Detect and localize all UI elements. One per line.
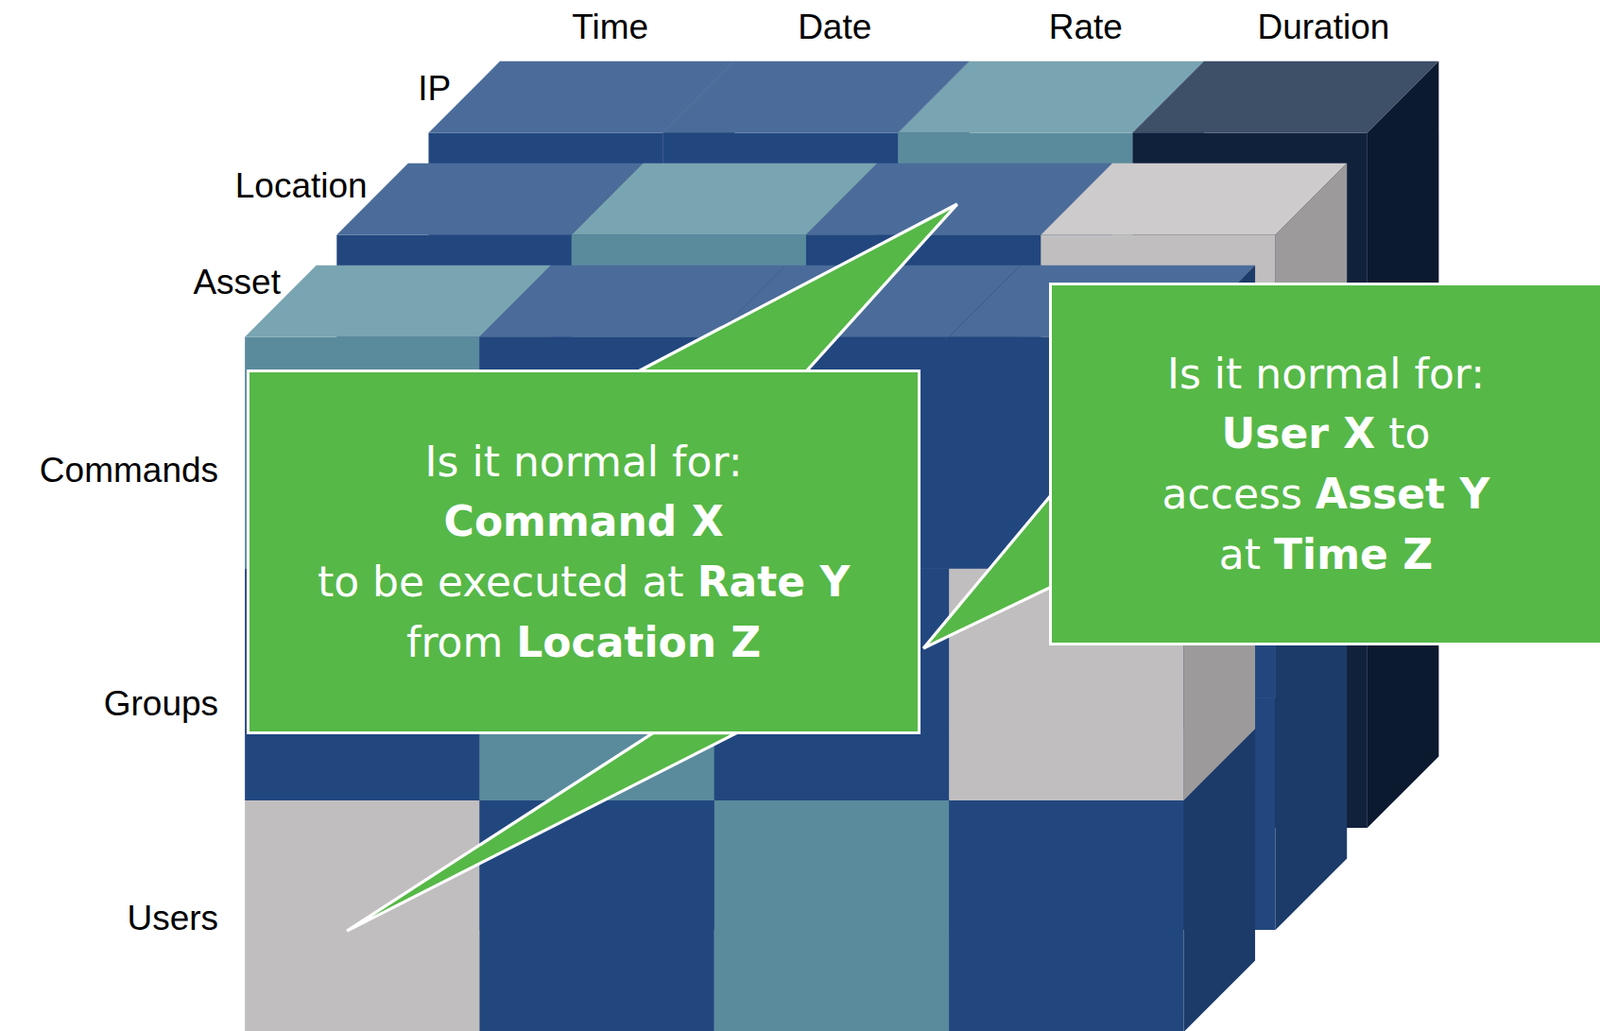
axis-label: Commands (39, 450, 219, 491)
callout-box: Is it normal for: Command X to be executed… (246, 369, 921, 736)
cube-face (244, 800, 480, 1031)
cube-face (714, 800, 949, 1031)
callout-line: access Asset Y (1065, 464, 1587, 525)
callout-line: User X to (1065, 403, 1587, 465)
callout-line: at Time Z (1065, 524, 1587, 585)
callout-line: Is it normal for: (1065, 344, 1587, 405)
callout-text: to be executed at (317, 557, 685, 606)
axis-label: Location (235, 166, 368, 207)
axis-label: Rate (1049, 7, 1123, 48)
callout-emphasis: Location Z (516, 618, 761, 667)
callout-emphasis: User X (1221, 409, 1377, 458)
callout-emphasis: Rate Y (697, 557, 851, 606)
callout-emphasis: Asset Y (1315, 469, 1491, 518)
callout-pointer (346, 733, 737, 932)
axis-label: Asset (192, 262, 281, 303)
callout-text: access (1162, 469, 1303, 518)
callout-line: from Location Z (262, 612, 905, 673)
axis-label: IP (417, 68, 451, 109)
callout-line: Command X (262, 491, 905, 552)
data-cube (244, 61, 1439, 1031)
callout-text: Is it normal for: (1167, 349, 1485, 398)
callout-emphasis: Command X (444, 497, 724, 546)
cube-face (948, 800, 1184, 1031)
axis-label: Time (571, 7, 649, 48)
callout-text: at (1219, 530, 1261, 579)
callout-pointer (637, 204, 958, 372)
axis-label: Groups (103, 684, 219, 724)
axis-label: Date (797, 7, 872, 48)
callout-box: Is it normal for:User X toaccess Asset Y… (1049, 282, 1600, 646)
callout-text: to (1388, 409, 1430, 458)
axis-label: Duration (1256, 7, 1390, 48)
callout-text: Is it normal for: (425, 437, 743, 486)
callout-text: from (406, 618, 503, 667)
callout-emphasis: Time Z (1273, 530, 1433, 579)
axis-label: Users (126, 898, 219, 939)
callout-pointer (923, 495, 1051, 649)
callout-line: Is it normal for: (262, 431, 905, 493)
callout-line: to be executed at Rate Y (262, 551, 905, 613)
